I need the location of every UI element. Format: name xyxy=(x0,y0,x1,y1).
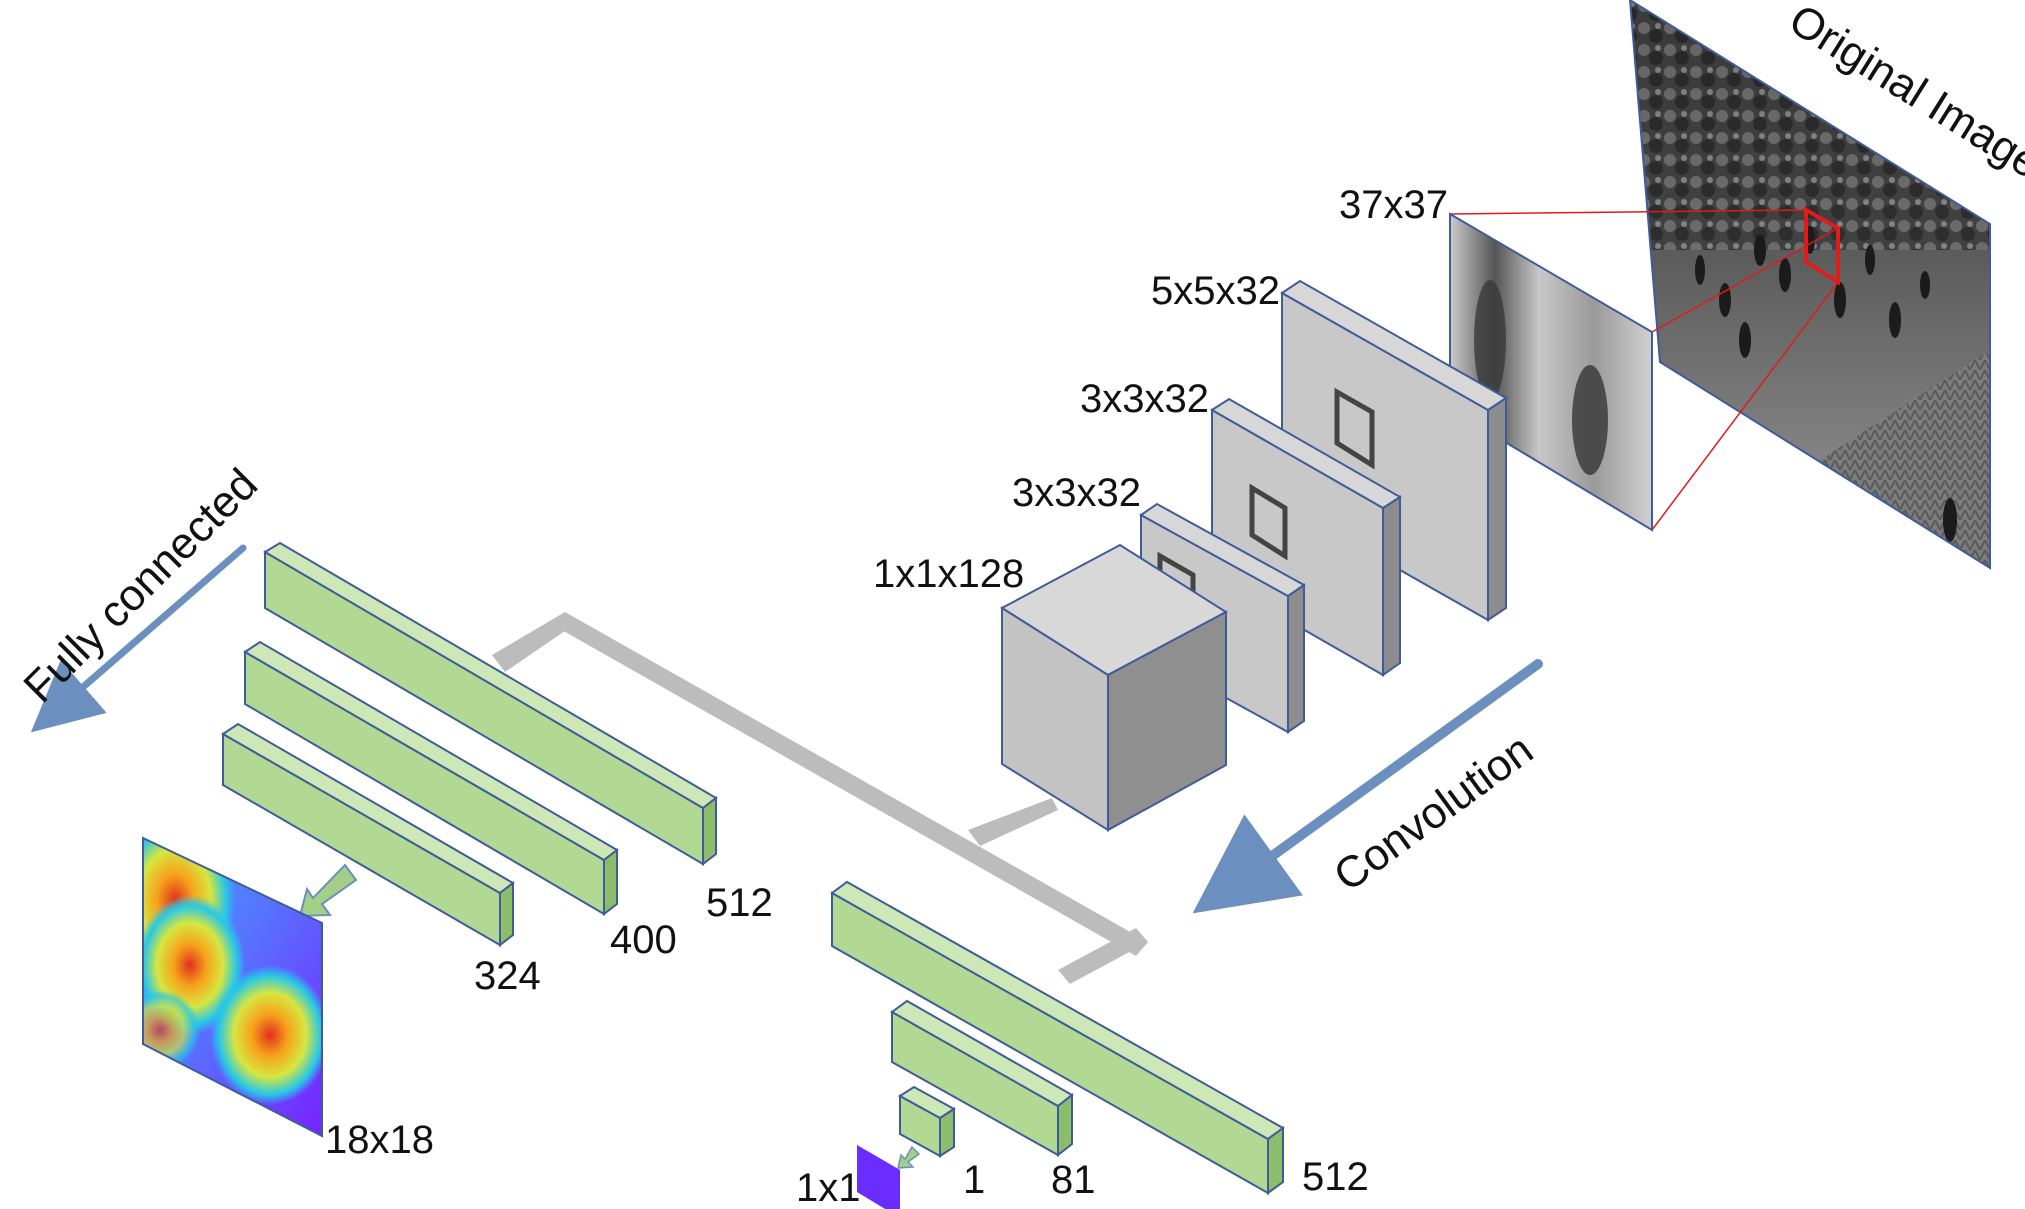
to-density-arrow xyxy=(298,863,358,918)
kernel-square xyxy=(1334,387,1375,470)
kernel-square xyxy=(1249,483,1288,561)
fc-block-1 xyxy=(898,1085,956,1158)
to-count-arrow xyxy=(897,1145,921,1169)
fully-connected-label: Fully connected xyxy=(14,460,267,713)
fully-connected-arrow xyxy=(30,544,247,733)
projection-lines xyxy=(1449,209,1839,531)
conv3-label: 3x3x32 xyxy=(1012,471,1141,515)
fc-top-324-label: 324 xyxy=(474,954,541,998)
fc-bar-512-bottom xyxy=(830,880,1285,1195)
conv-layer-3x3x32-a xyxy=(1210,397,1402,677)
fc-bottom-81-label: 81 xyxy=(1051,1158,1096,1202)
convolution-arrow xyxy=(1192,659,1543,914)
convolution-label: Convolution xyxy=(1325,725,1542,901)
fc-bottom-512-label: 512 xyxy=(1302,1155,1369,1199)
conv-layer-1x1x128 xyxy=(1000,543,1228,832)
fc-bottom-1-label: 1 xyxy=(963,1158,985,1202)
conv-layer-5x5x32 xyxy=(1280,279,1508,622)
conv4-label: 1x1x128 xyxy=(873,552,1024,596)
fc-bar-81 xyxy=(890,999,1074,1158)
density-map-label: 18x18 xyxy=(325,1118,434,1162)
fc-bar-400 xyxy=(243,640,619,917)
fc-bar-512-top xyxy=(263,541,718,867)
patch-size-label: 37x37 xyxy=(1339,183,1448,227)
count-output-label: 1x1 xyxy=(796,1166,861,1209)
fc-top-512-label: 512 xyxy=(706,881,773,925)
fc-bar-324 xyxy=(221,722,515,948)
conv1-label: 5x5x32 xyxy=(1151,269,1280,313)
conv2-label: 3x3x32 xyxy=(1080,377,1209,421)
density-map xyxy=(142,836,323,1138)
connector-bus xyxy=(492,612,1148,984)
fc-top-400-label: 400 xyxy=(610,918,677,962)
count-output xyxy=(857,1145,900,1209)
